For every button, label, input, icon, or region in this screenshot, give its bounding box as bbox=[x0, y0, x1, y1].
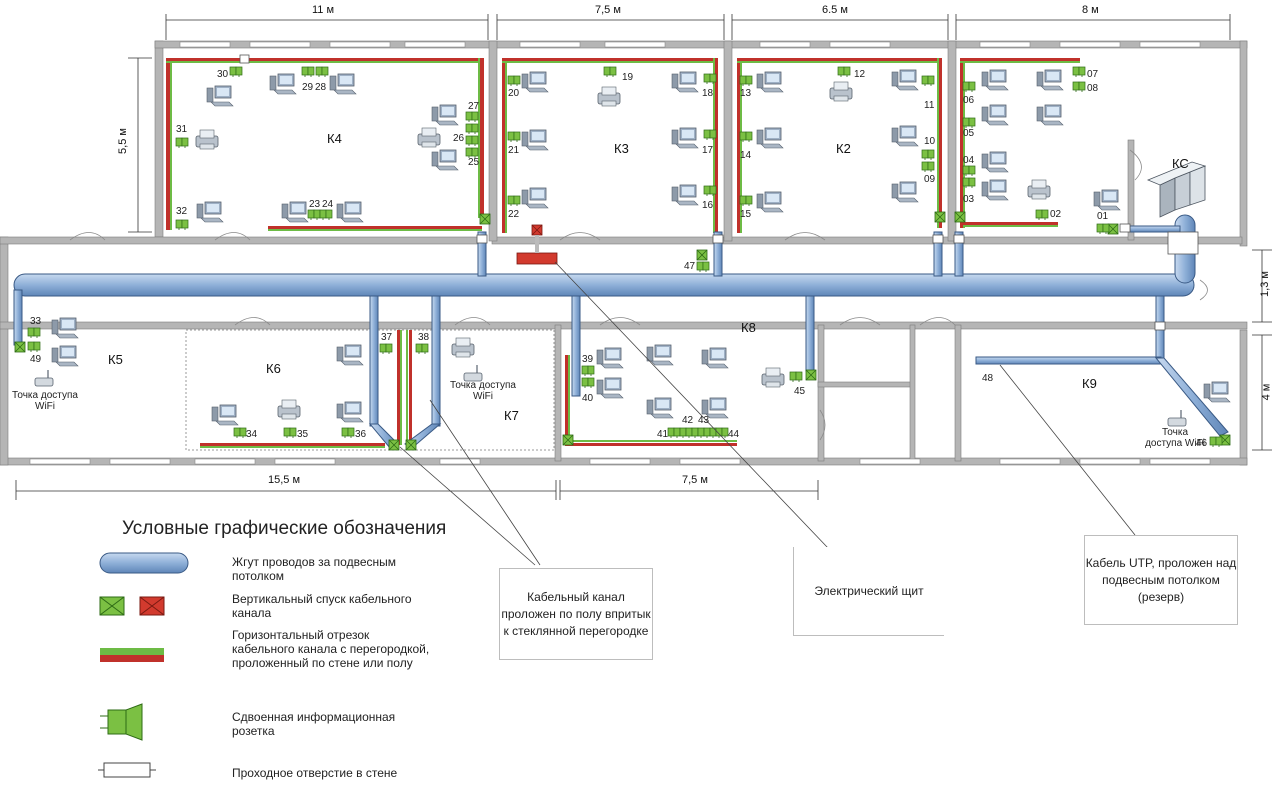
outlet-label: 09 bbox=[924, 174, 936, 185]
outlet-label: 17 bbox=[702, 145, 714, 156]
outlet-label: 04 bbox=[963, 155, 975, 166]
outlet-label: 26 bbox=[453, 133, 465, 144]
outlet-label: 47 bbox=[684, 261, 696, 272]
outlet-label: 37 bbox=[381, 332, 393, 343]
outlet-label: 30 bbox=[217, 69, 229, 80]
legend-horizontal-channel: Горизонтальный отрезок кабельного канала… bbox=[232, 628, 430, 670]
room-k8: К8 bbox=[741, 320, 756, 335]
cable-channels bbox=[166, 58, 1080, 448]
outlet-label: 29 bbox=[302, 82, 314, 93]
room-k6: К6 bbox=[266, 361, 281, 376]
windows bbox=[29, 41, 1211, 465]
outlet-label: 11 bbox=[924, 100, 935, 111]
legend-double-socket: Сдвоенная информационная розетка bbox=[232, 710, 396, 738]
outlet-label: 48 bbox=[982, 373, 994, 384]
legend-title: Условные графические обозначения bbox=[122, 518, 447, 539]
callout-electrical-panel: Электрический щит bbox=[793, 547, 944, 636]
dim-corridor: 1,3 м bbox=[1258, 271, 1271, 297]
dim-top-k3: 7,5 м bbox=[595, 4, 621, 16]
outlet-label: 42 bbox=[682, 415, 694, 426]
outlet-label: 38 bbox=[418, 332, 430, 343]
room-ks: КС bbox=[1172, 156, 1189, 171]
dim-bottom-left: 15,5 м bbox=[268, 474, 301, 486]
outlet-label: 27 bbox=[468, 101, 480, 112]
outlet-label: 49 bbox=[30, 354, 42, 365]
callout-floor-channel: Кабельный канал проложен по полу впритык… bbox=[499, 568, 653, 660]
walls bbox=[0, 40, 1248, 466]
wifi-label-k9: Точка доступа WiFi bbox=[1145, 427, 1205, 449]
printers bbox=[195, 81, 1051, 420]
outlet-label: 07 bbox=[1087, 69, 1099, 80]
outlet-label: 24 bbox=[322, 199, 334, 210]
room-k7: К7 bbox=[504, 408, 519, 423]
outlet-label: 28 bbox=[315, 82, 327, 93]
outlet-label: 44 bbox=[728, 429, 740, 440]
outlet-label: 19 bbox=[622, 72, 634, 83]
outlet-label: 35 bbox=[297, 429, 309, 440]
dim-left-height: 5,5 м bbox=[116, 128, 129, 154]
outlet-label: 05 bbox=[963, 128, 975, 139]
outlet-label: 40 bbox=[582, 393, 594, 404]
outlet-label: 21 bbox=[508, 145, 520, 156]
outlet-label: 01 bbox=[1097, 211, 1109, 222]
outlet-label: 22 bbox=[508, 209, 520, 220]
dimension-lines bbox=[15, 14, 1272, 500]
outlet-label: 12 bbox=[854, 69, 866, 80]
outlet-label: 33 bbox=[30, 316, 42, 327]
legend-vertical-drop: Вертикальный спуск кабельного канала bbox=[232, 592, 412, 620]
callout-utp-cable: Кабель UTP, проложен над подвесным потол… bbox=[1084, 535, 1238, 625]
outlet-label: 31 bbox=[176, 124, 188, 135]
electrical-panel bbox=[516, 224, 558, 265]
doors bbox=[69, 149, 1208, 441]
room-k3: К3 bbox=[614, 141, 629, 156]
outlet-label: 45 bbox=[794, 386, 806, 397]
outlet-label: 10 bbox=[924, 136, 936, 147]
dim-top-k1: 8 м bbox=[1082, 4, 1099, 16]
double-sockets bbox=[27, 66, 1223, 448]
outlet-label: 06 bbox=[963, 95, 975, 106]
outlet-label: 02 bbox=[1050, 209, 1062, 220]
outlet-label: 25 bbox=[468, 157, 480, 168]
dim-top-k2: 6.5 м bbox=[822, 4, 848, 16]
outlet-label: 20 bbox=[508, 88, 520, 99]
wall-passthroughs bbox=[239, 54, 1199, 331]
room-k5: К5 bbox=[108, 352, 123, 367]
vertical-drops bbox=[14, 211, 1231, 451]
dim-top-k4: 11 м bbox=[312, 4, 335, 16]
wifi-label-k5: Точка доступа WiFi bbox=[12, 390, 78, 412]
outlet-label: 43 bbox=[698, 415, 710, 426]
outlet-label: 36 bbox=[355, 429, 367, 440]
outlet-label: 13 bbox=[740, 88, 752, 99]
outlet-label: 46 bbox=[1196, 438, 1208, 449]
legend-wall-passthrough: Проходное отверстие в стене bbox=[232, 766, 398, 780]
dim-right-bottom: 4 м bbox=[1260, 383, 1273, 401]
legend-symbols bbox=[98, 552, 189, 778]
legend-harness: Жгут проводов за подвесным потолком bbox=[232, 555, 397, 583]
room-k9: К9 bbox=[1082, 376, 1097, 391]
outlet-label: 39 bbox=[582, 354, 594, 365]
outlet-label: 08 bbox=[1087, 83, 1099, 94]
room-k4: К4 bbox=[327, 131, 342, 146]
computers bbox=[51, 69, 1231, 426]
dim-bottom-mid: 7,5 м bbox=[682, 474, 708, 486]
outlet-label: 18 bbox=[702, 88, 714, 99]
outlet-label: 34 bbox=[246, 429, 258, 440]
outlet-label: 23 bbox=[309, 199, 321, 210]
outlet-label: 16 bbox=[702, 200, 714, 211]
outlet-label: 32 bbox=[176, 206, 188, 217]
server-racks bbox=[1146, 161, 1207, 218]
leader-lines bbox=[399, 261, 1136, 566]
room-k2: К2 bbox=[836, 141, 851, 156]
outlet-label: 41 bbox=[657, 429, 669, 440]
outlet-label: 15 bbox=[740, 209, 752, 220]
wifi-label-k7: Точка доступа WiFi bbox=[450, 380, 516, 402]
outlet-label: 14 bbox=[740, 150, 752, 161]
outlet-label: 03 bbox=[963, 194, 975, 205]
